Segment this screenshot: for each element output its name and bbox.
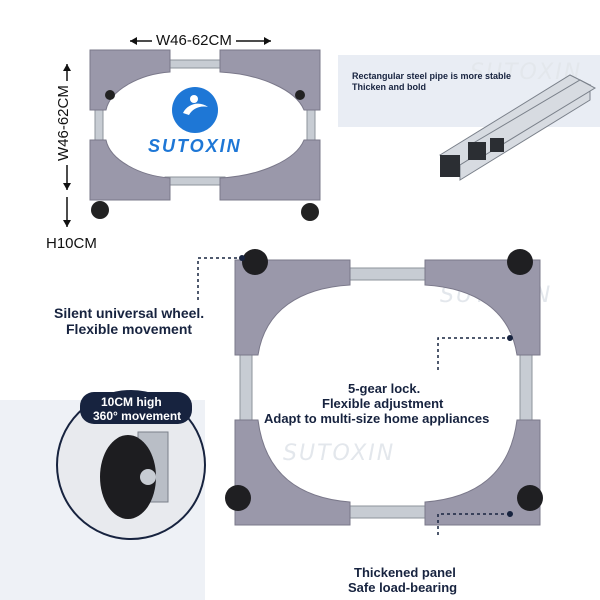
wheel-feature-line2: Flexible movement — [66, 321, 193, 337]
badge — [80, 392, 192, 424]
wheel-feature-line1: Silent universal wheel. — [54, 305, 205, 321]
lock-feature-line2: Flexible adjustment — [322, 396, 444, 411]
steel-callout-line2: Thicken and bold — [352, 82, 427, 92]
main-frame-illustration — [225, 249, 543, 526]
panel-feature-line1: Thickened panel — [354, 565, 456, 580]
brand-name: SUTOXIN — [148, 136, 242, 156]
brand-logo-icon — [172, 87, 218, 133]
badge-line2: 360° movement — [93, 409, 182, 423]
badge-line1: 10CM high — [101, 395, 162, 409]
lock-feature-line3: Adapt to multi-size home appliances — [264, 411, 490, 426]
lock-feature-line1: 5-gear lock. — [348, 381, 421, 396]
watermark-middle: SUTOXIN — [283, 441, 396, 466]
height-label: H10CM — [46, 235, 97, 252]
height-arrow — [63, 197, 71, 227]
steel-callout-line1: Rectangular steel pipe is more stable — [352, 71, 512, 81]
caster-wheel-icon — [100, 431, 169, 519]
steel-pipe-image — [438, 74, 597, 181]
width-label: W46-62CM — [152, 32, 236, 49]
panel-feature-line2: Safe load-bearing — [348, 580, 458, 595]
top-frame-illustration — [89, 49, 321, 221]
